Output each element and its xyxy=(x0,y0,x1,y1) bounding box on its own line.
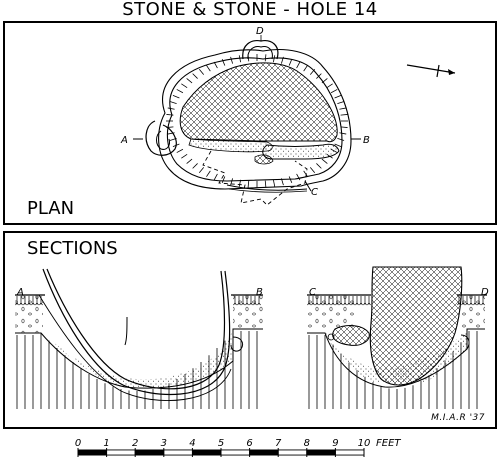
scale-segment xyxy=(249,449,279,456)
b-trench xyxy=(254,143,340,165)
section-point-d: D xyxy=(481,287,489,298)
plan-label: PLAN xyxy=(27,198,75,219)
sections-panel: A B C D SECTIONS M.I.A.R '37 xyxy=(3,231,497,429)
stone-mass-plan xyxy=(179,62,338,143)
scale-segment xyxy=(163,449,193,456)
scale-tick-label: 5 xyxy=(218,438,224,449)
section-point-a: A xyxy=(16,287,24,298)
scale-tick-label: 4 xyxy=(189,438,195,449)
plan-point-b: B xyxy=(363,135,370,146)
scale-tick-label: 6 xyxy=(246,438,252,449)
scale-tick-label: 0 xyxy=(75,438,81,449)
scale-tick-label: 10 xyxy=(358,438,371,449)
scale-tick-label: 8 xyxy=(304,438,310,449)
scale-tick-label: 7 xyxy=(275,438,282,449)
section-line-c xyxy=(304,180,312,192)
plan-point-c: C xyxy=(311,187,318,198)
scale-bar: 0 1 2 3 4 5 6 7 8 9 10 FEET xyxy=(0,432,500,460)
scale-unit: FEET xyxy=(376,438,401,449)
scale-segment xyxy=(134,449,165,456)
drawing-title: STONE & STONE - HOLE 14 xyxy=(122,0,378,20)
plan-panel: A B C D PLAN xyxy=(3,21,497,225)
scale-segment xyxy=(220,449,251,456)
sections-drawing: A B C D xyxy=(15,266,489,409)
section-ab: A B xyxy=(15,268,263,409)
scale-segment xyxy=(334,449,365,456)
scale-tick-label: 2 xyxy=(132,438,138,449)
section-point-c: C xyxy=(309,287,316,298)
section-cd: C D xyxy=(307,266,489,409)
hole-rim xyxy=(158,49,352,190)
sections-label: SECTIONS xyxy=(27,238,118,259)
scale-segment xyxy=(77,449,108,456)
a-pocket xyxy=(145,120,177,156)
north-arrow-icon xyxy=(406,64,456,78)
plan-drawing: A B C D xyxy=(120,26,456,206)
plan-point-a: A xyxy=(120,135,128,146)
plan-point-d: D xyxy=(256,26,264,37)
d-bulge xyxy=(242,35,279,60)
scale-segment xyxy=(191,449,222,456)
scale-tick-label: 1 xyxy=(103,438,109,449)
scale-segment xyxy=(106,449,136,456)
scale-segment xyxy=(277,449,308,456)
stone-mass-section xyxy=(369,266,463,386)
surveyor-credit: M.I.A.R '37 xyxy=(431,413,485,423)
scale-tick-label: 3 xyxy=(161,438,167,449)
scale-tick-label: 9 xyxy=(332,438,338,449)
c-tail xyxy=(226,184,308,191)
section-point-b: B xyxy=(256,287,263,298)
scale-segment xyxy=(306,449,336,456)
dashed-chamber xyxy=(202,150,308,206)
